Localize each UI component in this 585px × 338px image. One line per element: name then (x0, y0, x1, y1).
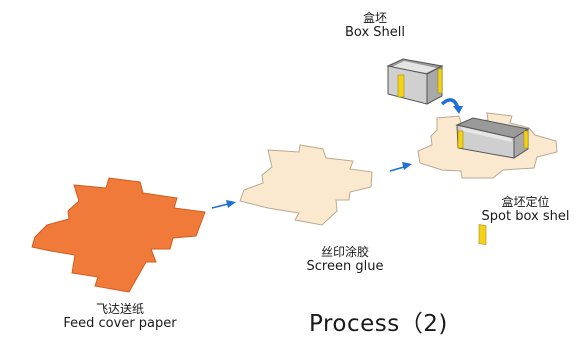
placement-arrow (440, 98, 463, 114)
step-2-label-cn: 丝印涂胶 (320, 245, 369, 259)
step-3-label-cn: 盒坯定位 (501, 195, 550, 209)
step-3-label-en: Spot box shel (481, 208, 570, 224)
step-2-label: 丝印涂胶 Screen glue (290, 245, 400, 275)
box-shell-label-cn: 盒坯 (362, 11, 387, 25)
step-2-label-en: Screen glue (306, 258, 384, 274)
box-shell-label: 盒坯 Box Shell (335, 11, 415, 41)
box-shell (386, 58, 444, 105)
arrow-2 (389, 162, 412, 172)
positioned-box (455, 117, 530, 246)
cover-paper-blank (31, 177, 206, 293)
arrow-1 (211, 200, 236, 209)
step-3-label: 盒坯定位 Spot box shel (466, 195, 585, 225)
step-1-label-en: Feed cover paper (63, 315, 177, 331)
step-1-label: 飞达送纸 Feed cover paper (42, 302, 198, 332)
process-title: Process（2) (309, 311, 448, 337)
step-1-label-cn: 飞达送纸 (95, 302, 144, 316)
glued-paper-blank (239, 144, 373, 226)
box-shell-label-en: Box Shell (344, 24, 405, 40)
